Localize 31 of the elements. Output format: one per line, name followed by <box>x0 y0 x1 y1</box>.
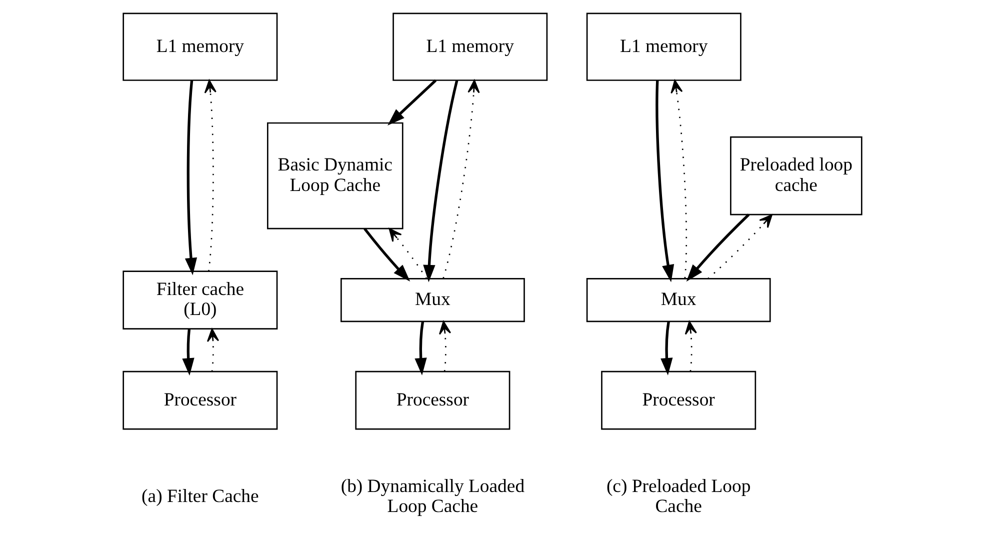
node-box: Mux <box>586 278 771 322</box>
arrow <box>660 321 673 376</box>
arrow <box>708 214 772 280</box>
node-box: Processor <box>355 370 510 430</box>
arrow <box>414 321 427 376</box>
arrow <box>388 79 437 126</box>
label: (b) Dynamically Loaded Loop Cache <box>340 476 525 518</box>
node-box: L1 memory <box>122 12 278 81</box>
arrow <box>364 228 410 282</box>
arrow <box>439 320 452 372</box>
arrow <box>670 80 688 278</box>
label: (a) Filter Cache <box>142 486 259 508</box>
arrow <box>684 320 697 372</box>
arrow <box>442 80 480 278</box>
node-box: Processor <box>122 370 278 430</box>
arrow <box>388 228 428 279</box>
arrow <box>204 80 216 272</box>
arrow <box>686 214 750 282</box>
arrow <box>182 328 194 376</box>
node-box: Basic Dynamic Loop Cache <box>267 122 404 230</box>
arrow <box>423 80 458 282</box>
node-box: Processor <box>601 370 756 430</box>
node-box: Preloaded loop cache <box>730 136 862 216</box>
label: (c) Preloaded Loop Cache <box>606 476 751 518</box>
node-box: L1 memory <box>392 12 548 81</box>
node-box: Mux <box>340 278 525 322</box>
arrow <box>184 80 198 276</box>
node-box: L1 memory <box>586 12 742 81</box>
node-box: Filter cache (L0) <box>122 270 278 330</box>
arrow <box>206 328 220 372</box>
arrow <box>656 80 674 282</box>
